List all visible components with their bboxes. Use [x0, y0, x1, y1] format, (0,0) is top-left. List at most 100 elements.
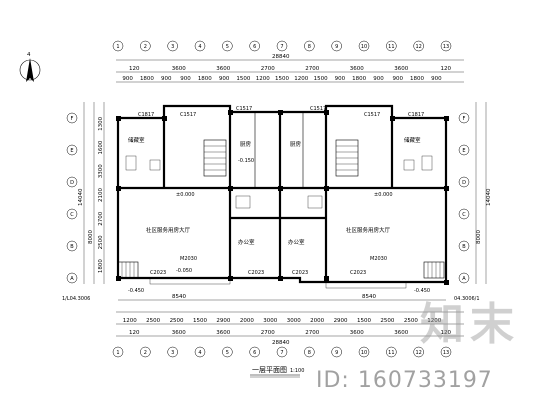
svg-text:3: 3 — [171, 350, 174, 356]
section-ref-right: 04.3006/1 — [454, 296, 480, 302]
top-dim-outer: 120 — [441, 66, 452, 72]
svg-text:E: E — [462, 148, 465, 154]
svg-text:9: 9 — [335, 44, 338, 50]
axis-bubble-right-B: B — [458, 240, 470, 252]
svg-text:6: 6 — [253, 44, 256, 50]
bottom-dim-outer: 2700 — [261, 330, 275, 336]
bottom-dim-outer: 3600 — [216, 330, 230, 336]
bottom-dim-inner: 2000 — [310, 318, 324, 324]
bottom-dim-inner: 3000 — [287, 318, 301, 324]
top-dim-outer: 2700 — [305, 66, 319, 72]
axis-bubble-left-B: B — [66, 240, 78, 252]
svg-text:A: A — [462, 276, 466, 282]
entrance-steps — [117, 261, 445, 289]
structural-columns — [116, 110, 449, 285]
room-label-kitchen-right: 厨房 — [290, 140, 302, 148]
north-label: 4 — [27, 52, 31, 58]
stair-left — [203, 139, 227, 177]
window-tag: C2023 — [150, 270, 166, 276]
top-dim-inner: 900 — [219, 76, 230, 82]
left-dim: 3300 — [98, 164, 104, 178]
window-tag: C1517 — [364, 112, 380, 118]
svg-text:A: A — [70, 276, 74, 282]
svg-text:E: E — [70, 148, 73, 154]
window-tag: C1517 — [236, 106, 252, 112]
fixtures — [125, 155, 433, 209]
window-tag: C1517 — [310, 106, 326, 112]
svg-text:C: C — [70, 212, 74, 218]
svg-text:10: 10 — [361, 44, 367, 50]
axis-bubble-left-C: C — [66, 208, 78, 220]
axis-bubble-bottom-1: 1 — [112, 346, 124, 358]
top-dim-inner: 1800 — [140, 76, 154, 82]
axis-bubble-top-4: 4 — [194, 40, 206, 52]
exterior-walls — [116, 104, 448, 284]
north-arrow: 4 — [19, 52, 41, 82]
total-depth-right: 14040 — [486, 188, 492, 206]
axis-bubble-bottom-5: 5 — [222, 346, 233, 358]
axis-bubble-bottom-6: 6 — [249, 346, 260, 358]
left-dim: 2500 — [98, 235, 104, 249]
top-dim-inner: 900 — [373, 76, 384, 82]
door-tag: M2030 — [370, 256, 387, 262]
axis-bubble-top-9: 9 — [331, 40, 342, 52]
drawing-scale: 1:100 — [290, 368, 304, 374]
top-dim-inner: 1200 — [256, 76, 270, 82]
window-tag: C2023 — [248, 270, 264, 276]
svg-text:4: 4 — [198, 44, 201, 50]
bottom-dim-inner: 1500 — [357, 318, 371, 324]
axis-bubble-right-F: F — [458, 112, 470, 124]
axis-bubble-top-12: 12 — [413, 40, 424, 52]
bottom-dim-outer: 3600 — [394, 330, 408, 336]
left-dimension-chain: 14040 8000 — [78, 102, 105, 284]
svg-text:1: 1 — [116, 350, 119, 356]
axis-bubble-left-F: F — [66, 112, 78, 124]
window-tag: C1817 — [138, 112, 154, 118]
axis-bubble-left-D: D — [66, 176, 78, 188]
svg-text:C: C — [462, 212, 466, 218]
svg-text:B: B — [70, 244, 74, 250]
axis-bubble-left-E: E — [66, 144, 78, 156]
drawing-title-block: 一层平面图 1:100 — [250, 366, 304, 378]
total-width-top: 28840 — [272, 54, 290, 60]
top-dim-inner: 900 — [122, 76, 133, 82]
level-mark: -0.150 — [238, 158, 254, 164]
bottom-dim-outer: 120 — [441, 330, 452, 336]
axis-bubble-bottom-3: 3 — [167, 346, 178, 358]
top-dim-outer: 3600 — [394, 66, 408, 72]
mid-dim-right: 8540 — [362, 294, 376, 300]
axis-bubble-bottom-10: 10 — [358, 346, 370, 358]
svg-text:13: 13 — [443, 44, 449, 50]
svg-text:B: B — [462, 244, 466, 250]
top-dim-inner: 900 — [393, 76, 404, 82]
bottom-dim-inner: 2500 — [380, 318, 394, 324]
axis-bubble-bottom-2: 2 — [140, 346, 151, 358]
left-dim: 1300 — [98, 116, 104, 130]
total-width-bottom: 28840 — [272, 340, 290, 346]
svg-text:D: D — [70, 180, 74, 186]
bottom-dim-inner: 2900 — [216, 318, 230, 324]
svg-text:12: 12 — [415, 350, 421, 356]
watermark-id: ID: 160733197 — [316, 368, 493, 393]
bottom-dim-outer: 2700 — [305, 330, 319, 336]
svg-text:8: 8 — [308, 44, 311, 50]
svg-text:8: 8 — [308, 350, 311, 356]
room-label-storage-right: 储藏室 — [404, 136, 421, 144]
window-tag: C1817 — [408, 112, 424, 118]
level-mark: ±0.000 — [374, 192, 393, 198]
level-mark: ±0.000 — [176, 192, 195, 198]
axis-bubble-top-10: 10 — [358, 40, 370, 52]
top-dim-inner: 1500 — [236, 76, 250, 82]
window-tag: C1517 — [180, 112, 196, 118]
axis-bubble-bottom-13: 13 — [440, 346, 452, 358]
drawing-title: 一层平面图 — [252, 366, 287, 374]
left-dim: 1600 — [98, 140, 104, 154]
axis-bubble-top-6: 6 — [249, 40, 260, 52]
axis-bubble-top-2: 2 — [140, 40, 151, 52]
svg-text:F: F — [71, 116, 74, 122]
top-dimension-chain: 28840 — [116, 54, 464, 83]
